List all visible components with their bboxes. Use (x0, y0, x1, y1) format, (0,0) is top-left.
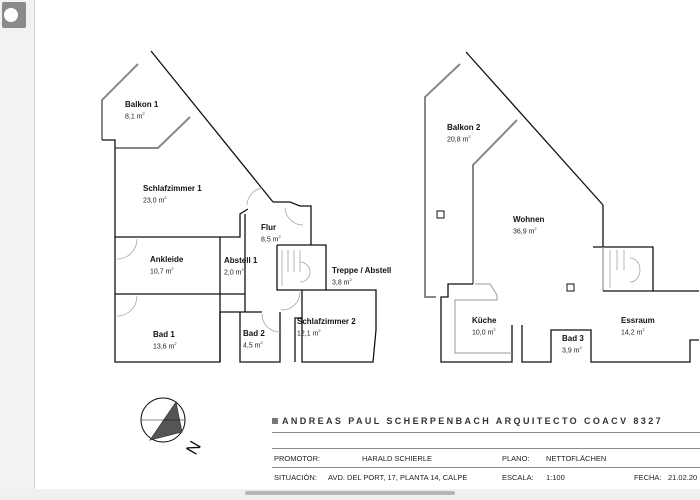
situacion-label: SITUACIÓN: (274, 473, 317, 482)
compass-needle (149, 401, 183, 441)
page-thumbnail[interactable] (2, 2, 26, 28)
room-area: 3,8 m2 (332, 277, 352, 287)
room-name: Flur (261, 223, 277, 232)
room-area: 2,0 m2 (224, 267, 244, 277)
right-floor-plan (424, 51, 699, 363)
architect-name: ANDREAS PAUL SCHERPENBACH ARQUITECTO COA… (272, 416, 663, 426)
promotor-label: PROMOTOR: (274, 454, 321, 463)
room-name: Treppe / Abstell (332, 266, 392, 275)
room-name: Bad 1 (153, 330, 175, 339)
page-thumbnail-sidebar (0, 0, 35, 500)
room-name: Balkon 1 (125, 100, 159, 109)
room-area: 10,7 m2 (150, 266, 174, 276)
room-area: 8,5 m2 (261, 234, 281, 244)
diagonal-wall (150, 50, 274, 203)
room-name: Ankleide (150, 255, 184, 264)
plano-value: NETTOFLÄCHEN (546, 454, 607, 463)
plano-label: PLANO: (502, 454, 530, 463)
scrollbar-thumb[interactable] (245, 491, 455, 495)
room-name: Wohnen (513, 215, 545, 224)
outer-wall-left (102, 139, 240, 363)
room-area: 10,0 m2 (472, 327, 496, 337)
fecha-label: FECHA: (634, 473, 662, 482)
balkon-1-inner (115, 116, 191, 149)
horizontal-scrollbar[interactable] (0, 489, 700, 500)
fecha-value: 21.02.20 (668, 473, 698, 482)
room-area: 23,0 m2 (143, 195, 167, 205)
divider (272, 448, 700, 449)
balkon-2-glass (424, 63, 461, 298)
balkon-2-inner (472, 119, 518, 284)
divider (272, 432, 700, 433)
room-area: 20,8 m2 (447, 134, 471, 144)
room-name: Bad 3 (562, 334, 584, 343)
promotor-value: HARALD SCHIERLE (362, 454, 433, 463)
balkon-1-glass (101, 63, 139, 140)
escala-value: 1:100 (546, 473, 565, 482)
room-area: 4,5 m2 (243, 340, 263, 350)
room-name: Schlafzimmer 2 (297, 317, 356, 326)
room-area: 36,9 m2 (513, 226, 537, 236)
room-area: 14,2 m2 (621, 327, 645, 337)
room-area: 3,9 m2 (562, 345, 582, 355)
room-name: Abstell 1 (224, 256, 258, 265)
thumbnail-compass-icon (4, 8, 18, 22)
room-area: 13,6 m2 (153, 341, 177, 351)
compass (140, 397, 186, 443)
room-name: Essraum (621, 316, 655, 325)
room-name: Schlafzimmer 1 (143, 184, 202, 193)
situacion-value: AVD. DEL PORT, 17, PLANTA 14, CALPE (328, 473, 468, 482)
room-name: Bad 2 (243, 329, 265, 338)
divider (272, 467, 700, 468)
room-name: Küche (472, 316, 497, 325)
square-bullet-icon (272, 418, 278, 424)
room-area: 12,1 m2 (297, 328, 321, 338)
room-area: 8,1 m2 (125, 111, 145, 121)
room-name: Balkon 2 (447, 123, 481, 132)
left-floor-plan (101, 50, 377, 363)
escala-label: ESCALA: (502, 473, 534, 482)
